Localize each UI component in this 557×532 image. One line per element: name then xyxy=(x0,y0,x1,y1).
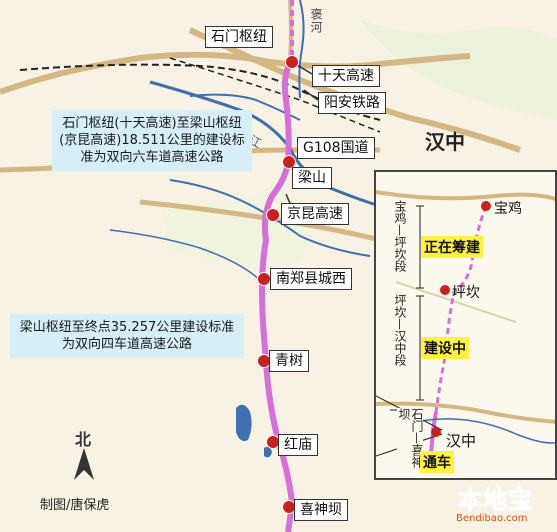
inset-dot-hanzhong xyxy=(431,427,441,437)
label-shitian-expressway: 十天高速 xyxy=(312,65,380,87)
bendibao-logo: 本地宝 Bendibao.com xyxy=(452,482,554,528)
station-dot-liangshan xyxy=(282,155,296,169)
north-arrow-icon xyxy=(74,448,94,480)
inset-map: 宝鸡 坪坎 汉中 宝鸡—坪坎段 坪坎—汉中段 石门—喜神坝 正在筹建 建设中 通… xyxy=(374,170,557,480)
inset-section-baoji-pingkan: 宝鸡—坪坎段 xyxy=(393,200,407,272)
north-label: 北 xyxy=(75,430,92,449)
inset-section-shimen-xishenba: 石门—喜神坝 xyxy=(397,408,424,478)
station-dot-shimen xyxy=(285,55,299,69)
note-north-section: 石门枢纽(十天高速)至梁山枢纽(京昆高速)18.511公里的建设标准为双向六车道… xyxy=(52,110,252,171)
inset-dot-baoji xyxy=(481,201,491,211)
label-g108-road: G108国道 xyxy=(297,137,375,159)
label-jingkun-expressway: 京昆高速 xyxy=(281,203,349,225)
logo-name: 本地宝 xyxy=(458,486,533,515)
note-south-section: 梁山枢纽至终点35.257公里建设标准为双向四车道高速公路 xyxy=(10,314,244,358)
inset-city-baoji: 宝鸡 xyxy=(494,201,522,217)
label-liangshan: 梁山 xyxy=(292,167,332,189)
river-label-baohe: 褒河 xyxy=(309,8,323,34)
inset-city-pingkan: 坪坎 xyxy=(452,285,480,301)
station-dot-nanzheng xyxy=(257,272,271,286)
inset-dot-pingkan xyxy=(440,285,450,295)
label-hongmiao: 红庙 xyxy=(278,434,318,456)
label-qingshu: 青树 xyxy=(269,350,309,372)
inset-section-pingkan-hanzhong: 坪坎—汉中段 xyxy=(393,294,407,366)
city-label-hanzhong: 汉中 xyxy=(425,130,465,154)
status-construction: 建设中 xyxy=(421,337,469,359)
status-open: 通车 xyxy=(420,451,454,473)
logo-url: Bendibao.com xyxy=(456,513,528,524)
credit-text: 制图/唐保虎 xyxy=(40,498,110,513)
inset-city-hanzhong: 汉中 xyxy=(446,432,477,450)
label-nanzheng-west: 南郑县城西 xyxy=(270,268,352,290)
label-shimen-hub: 石门枢纽 xyxy=(205,26,273,48)
label-yangan-railway: 阳安铁路 xyxy=(318,92,386,114)
station-dot-jingkun xyxy=(266,208,280,222)
label-xishenba: 喜神坝 xyxy=(294,499,348,521)
status-planning: 正在筹建 xyxy=(421,236,483,258)
